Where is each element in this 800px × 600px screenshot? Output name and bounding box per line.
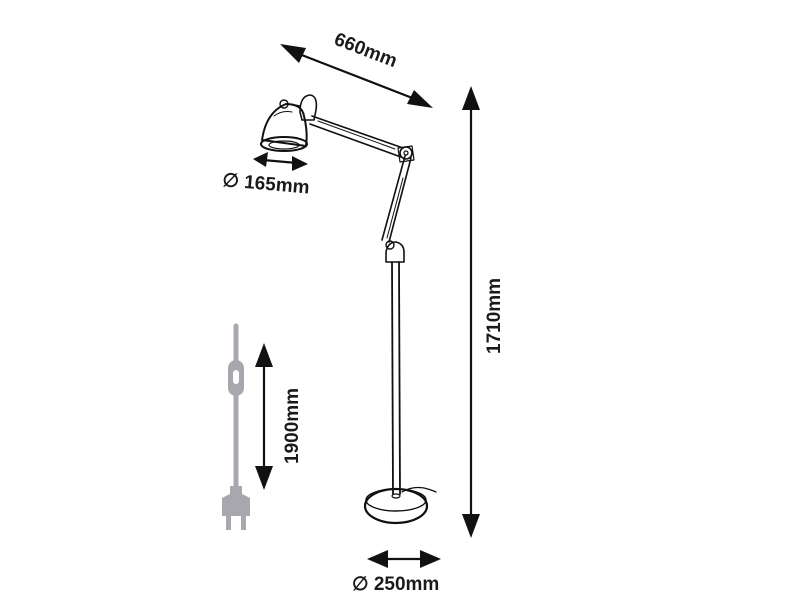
base-diameter-label: ∅ 250mm xyxy=(352,574,439,595)
shade-diameter-label: ∅ 165mm xyxy=(222,170,311,199)
base-diameter-dimension: ∅ 250mm xyxy=(352,550,441,595)
inline-switch-icon xyxy=(228,360,244,396)
plug-icon xyxy=(222,486,250,530)
lamp-cord xyxy=(401,486,437,493)
shade-diameter-dimension: ∅ 165mm xyxy=(222,152,311,199)
lower-arm xyxy=(381,155,412,243)
arm-reach-label: 660mm xyxy=(331,29,400,72)
arrowhead-right xyxy=(407,90,433,108)
arm-reach-dimension: 660mm xyxy=(280,29,433,108)
lower-joint xyxy=(385,240,405,263)
lamp-base xyxy=(363,487,429,525)
floor-lamp-drawing xyxy=(260,94,437,525)
elbow-joint xyxy=(397,145,415,163)
power-cable-drawing xyxy=(222,323,250,530)
cable-length-dimension: 1900mm xyxy=(255,343,303,490)
cable-length-label: 1900mm xyxy=(282,388,303,464)
lamp-pole xyxy=(391,261,401,495)
height-label: 1710mm xyxy=(484,278,505,354)
upper-arm xyxy=(309,115,404,158)
height-dimension: 1710mm xyxy=(462,86,505,538)
lamp-shade xyxy=(260,103,308,152)
arrowhead-left xyxy=(280,44,306,63)
